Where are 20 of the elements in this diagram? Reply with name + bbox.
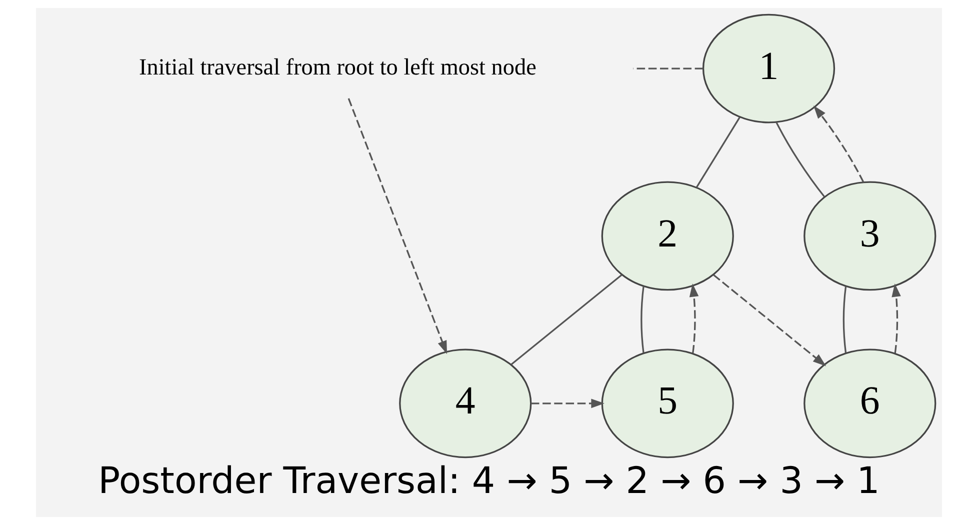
connector bbox=[696, 116, 740, 188]
node-text: Initial traversal from root to left most node bbox=[139, 54, 536, 81]
node-ellipse: 6 bbox=[804, 348, 936, 458]
arrow bbox=[713, 274, 826, 366]
node-ellipse: 3 bbox=[804, 181, 936, 291]
node-ellipse: 4 bbox=[399, 348, 532, 458]
arrow bbox=[348, 98, 448, 354]
caption: Postorder Traversal: 4 → 5 → 2 → 6 → 3 → 1 bbox=[98, 459, 880, 502]
connector bbox=[640, 286, 644, 353]
connector bbox=[510, 274, 622, 366]
node-ellipse: 5 bbox=[601, 348, 734, 458]
connector bbox=[842, 286, 847, 353]
arrow bbox=[892, 284, 901, 354]
connector bbox=[776, 122, 826, 198]
node-ellipse: 2 bbox=[601, 181, 734, 291]
arrow bbox=[530, 398, 604, 408]
node-ellipse: 1 bbox=[702, 14, 836, 124]
arrow bbox=[689, 284, 699, 354]
connector bbox=[633, 68, 704, 70]
arrow bbox=[813, 105, 864, 183]
